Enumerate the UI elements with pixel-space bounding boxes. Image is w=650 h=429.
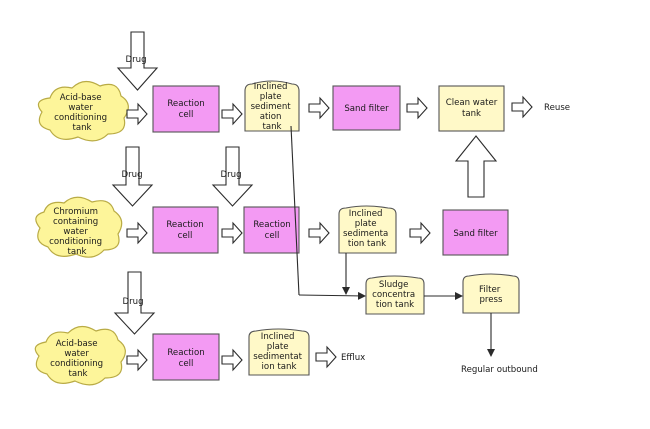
regular-outbound-label: Regular outbound [461,365,538,375]
sludge-line-to-concentration [298,291,366,300]
arrow-inclined2-to-sand2 [409,221,431,245]
sludge-lines [290,125,495,357]
svg-text:Sludge concentra t: Sludge concentra tion tank [372,280,418,310]
svg-text:Sand filter: Sand filter [453,229,498,239]
reuse-label: Reuse [544,103,570,113]
arrow-reaction3-to-inclined2 [308,221,330,245]
svg-text:Inclined plate sed: Inclined plate sedimenta tion tank [343,209,391,249]
filter-press: Filter press [462,273,520,314]
svg-text:Inclined plate sed: Inclined plate sediment ation tank [251,82,294,132]
sand-filter-2: Sand filter [442,209,509,256]
arrow-clean-to-reuse [511,95,533,119]
arrow-sand1-to-clean [406,96,428,120]
flow-arrows [126,95,533,372]
arrow-cloud1-to-reaction1 [126,102,148,126]
drug-input-arrow-4: Drug [113,271,156,335]
acid-base-conditioning-tank-2: Acid-base water conditioning tank [34,325,126,386]
cloud-1-text: Acid-base water conditioning tank [54,93,110,133]
drug-label: Drug [121,170,142,180]
drug-input-arrow-1: Drug [116,31,159,91]
svg-text:Filter press: Filter press [479,285,503,305]
inclined-plate-tank-1: Inclined plate sediment ation tank [244,80,300,132]
drug-label: Drug [125,55,146,65]
inclined-plate-tank-2: Inclined plate sedimenta tion tank [338,205,397,254]
chromium-conditioning-tank: Chromium containing water conditioning t… [35,196,123,258]
svg-text:Inclined plate sed: Inclined plate sedimentat ion tank [253,332,304,372]
arrow-reaction2-to-reaction3 [221,221,243,245]
efflux-label: Efflux [341,353,365,363]
arrow-cloud3-to-reaction4 [126,348,148,372]
arrow-cloud2-to-reaction2 [126,221,148,245]
arrow-inclined3-to-efflux [315,345,337,369]
drug-label: Drug [220,170,241,180]
cloud-3-text: Acid-base water conditioning tank [50,339,106,379]
arrow-reaction1-to-inclined1 [221,102,243,126]
drug-input-arrow-3: Drug [211,146,254,207]
arrow-sand2-to-clean-water [454,135,498,198]
drug-label: Drug [122,297,143,307]
arrow-inclined1-to-sand1 [308,96,330,120]
svg-text:Sand filter: Sand filter [344,104,389,114]
cloud-2-text: Chromium containing water conditioning t… [49,207,105,257]
acid-base-conditioning-tank-1: Acid-base water conditioning tank [37,80,129,142]
sand-filter-1: Sand filter [332,85,401,131]
arrow-reaction4-to-inclined3 [221,348,243,372]
inclined-plate-tank-3: Inclined plate sedimentat ion tank [248,328,310,376]
drug-input-arrow-2: Drug [111,146,154,207]
sludge-concentration-tank: Sludge concentra tion tank [365,275,425,315]
sludge-line-from-inclined-1 [290,125,300,296]
